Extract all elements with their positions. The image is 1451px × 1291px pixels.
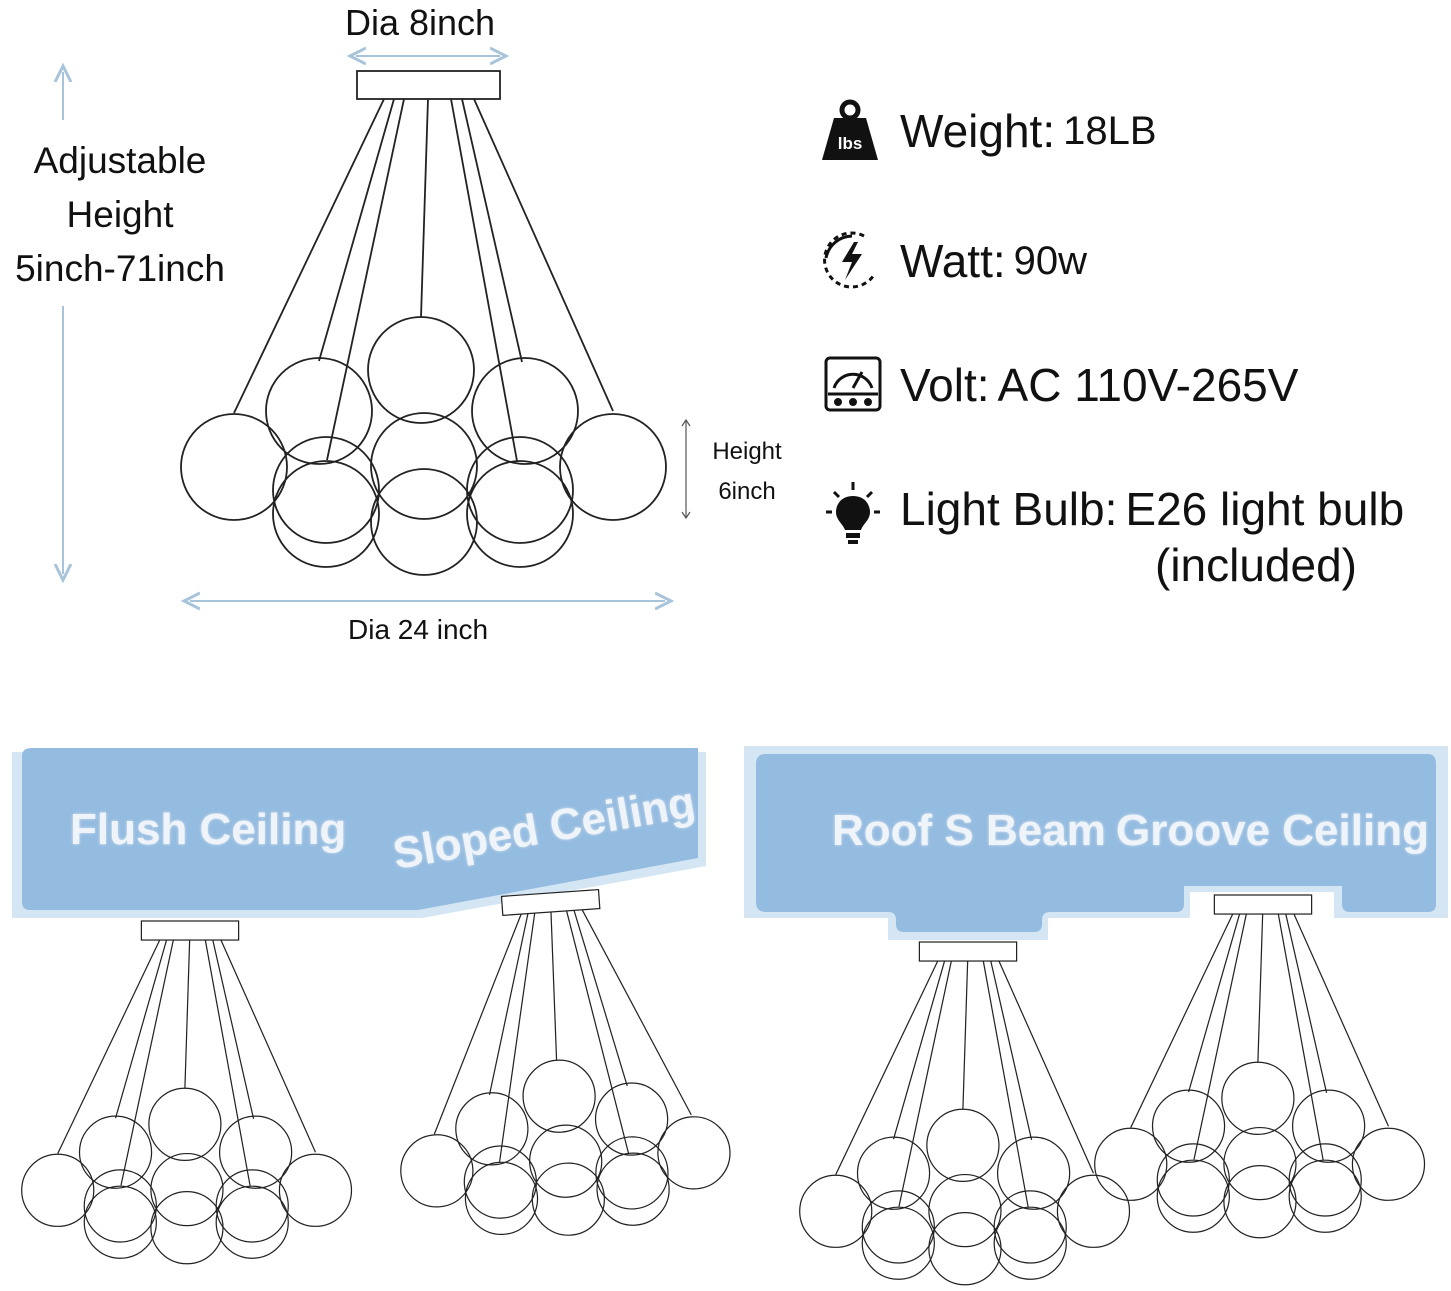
flush-ceiling-label: Flush Ceiling bbox=[70, 805, 347, 854]
flush-sloped-band bbox=[12, 748, 706, 918]
spec-light-bulb: Light Bulb: E26 light bulb bbox=[820, 474, 1404, 544]
overall-diameter-label: Dia 24 inch bbox=[348, 614, 489, 645]
adjustable-height-label: Adjustable Height 5inch-71inch bbox=[15, 140, 225, 289]
groove-ceiling-label: Groove Ceiling bbox=[1116, 806, 1429, 855]
spec-watt-label: Watt: bbox=[900, 235, 1006, 287]
canopy-diameter-label: Dia 8inch bbox=[345, 2, 496, 43]
spec-volt-value: AC 110V-265V bbox=[997, 359, 1299, 411]
weight-lbs-icon: lbs bbox=[822, 99, 878, 160]
spec-light-bulb-label: Light Bulb: bbox=[900, 483, 1118, 535]
spec-weight: Weight: 18LB bbox=[820, 96, 1157, 166]
light-bulb-icon bbox=[826, 482, 880, 544]
svg-text:lbs: lbs bbox=[838, 134, 863, 153]
groove-ceiling-chandelier bbox=[1094, 894, 1426, 1239]
flush-ceiling-chandelier bbox=[21, 920, 353, 1265]
lightning-bolt-icon bbox=[823, 231, 876, 289]
roof-groove-band bbox=[744, 746, 1448, 940]
volt-meter-icon bbox=[824, 356, 882, 412]
spec-watt: Watt: 90w bbox=[820, 226, 1087, 296]
spec-volt-label: Volt: bbox=[900, 359, 990, 411]
sloped-ceiling-chandelier bbox=[381, 881, 736, 1248]
spec-light-bulb-note: (included) bbox=[1155, 539, 1357, 591]
main-canopy bbox=[356, 70, 501, 100]
spec-weight-value: 18LB bbox=[1063, 108, 1157, 153]
ball-height-label: Height 6inch bbox=[712, 438, 782, 505]
spec-volt: Volt: AC 110V-265V bbox=[820, 350, 1298, 420]
spec-light-bulb-value: E26 light bulb bbox=[1125, 483, 1405, 535]
roof-s-beam-chandelier bbox=[799, 941, 1131, 1286]
spec-weight-label: Weight: bbox=[900, 105, 1056, 157]
spec-watt-value: 90w bbox=[1013, 238, 1088, 283]
ball-height-dimension-line bbox=[681, 418, 691, 520]
roof-s-beam-label: Roof S Beam bbox=[832, 806, 1106, 855]
dimension-lines bbox=[63, 56, 665, 601]
main-chandelier bbox=[180, 70, 667, 576]
